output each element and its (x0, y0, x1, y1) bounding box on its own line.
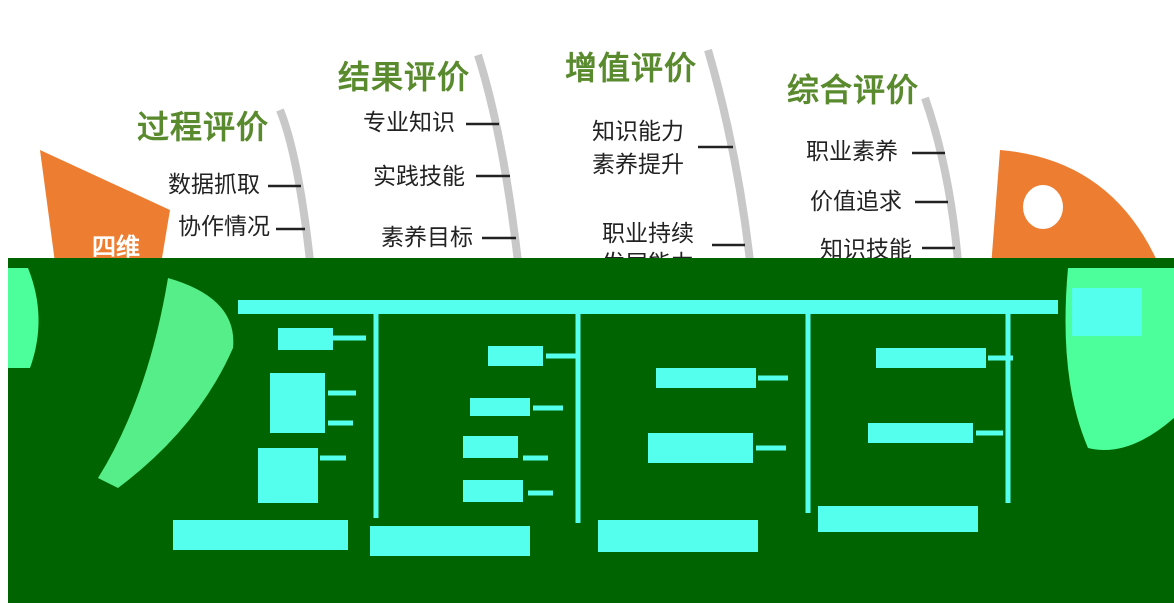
category-title-comprehensive: 综合评价 (787, 71, 920, 109)
item-comprehensive-2: 价值追求 (810, 189, 902, 215)
category-title-value-added: 增值评价 (565, 49, 698, 87)
four-dimension-label: 四维 (92, 233, 140, 261)
bone-2 (474, 53, 524, 281)
item-comprehensive-1: 职业素养 (806, 139, 898, 165)
item-result-3: 素养目标 (381, 225, 473, 251)
item-process-1: 数据抓取 (168, 172, 260, 198)
corrupted-image-region (8, 258, 1174, 603)
bone-4 (921, 96, 962, 263)
item-result-1: 专业知识 (363, 110, 455, 136)
bone-1 (276, 108, 316, 281)
bone-3 (704, 48, 756, 281)
category-title-process: 过程评价 (137, 108, 270, 146)
fish-eye (1023, 185, 1063, 229)
item-result-2: 实践技能 (373, 164, 465, 190)
fish-head (990, 150, 1165, 280)
item-value-added-1b: 素养提升 (592, 152, 684, 178)
item-process-2: 协作情况 (178, 214, 270, 240)
category-title-result: 结果评价 (338, 58, 471, 96)
item-value-added-1a: 知识能力 (592, 119, 684, 145)
item-value-added-2a: 职业持续 (602, 221, 694, 247)
